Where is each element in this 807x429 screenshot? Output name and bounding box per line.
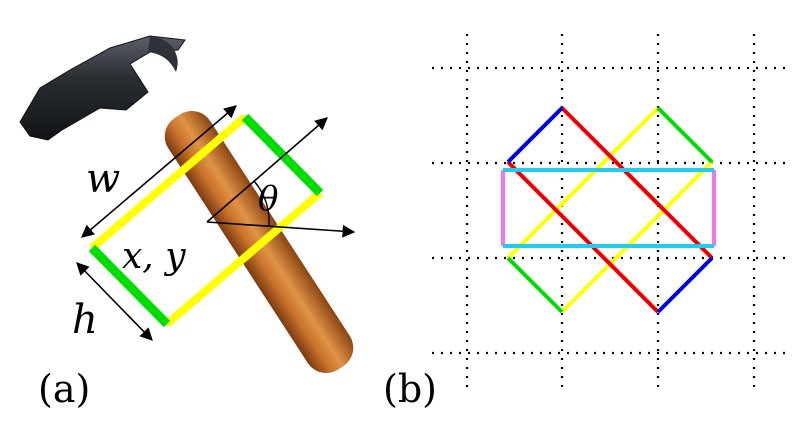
angle-arc (253, 180, 270, 227)
box-yellow-long-1 (506, 106, 660, 260)
box-green-short-2 (656, 106, 714, 164)
position-label: x, y (122, 236, 186, 277)
panel-a-label: (a) (38, 367, 90, 411)
box-blue-short-2 (656, 256, 714, 314)
box-long-side-bottom (164, 189, 323, 328)
height-arrow (76, 262, 153, 341)
box-green-short-1 (506, 256, 564, 314)
panel-b: (b) (383, 34, 792, 411)
width-label: w (86, 156, 120, 202)
box-blue-short-1 (506, 106, 564, 164)
box-yellow-long-2 (560, 160, 714, 314)
dotted-grid (432, 34, 792, 390)
panel-a: w h x, y θ (a) (19, 35, 356, 411)
box-red-long-1 (560, 106, 714, 260)
hammer-claw (148, 36, 178, 72)
reference-arrow (206, 221, 356, 238)
orientation-arrow (206, 117, 328, 223)
angle-label: θ (258, 179, 278, 219)
hammer-head (19, 35, 186, 141)
box-short-side-right (241, 113, 324, 197)
panel-b-label: (b) (383, 367, 437, 411)
width-arrow (81, 105, 237, 238)
height-label: h (72, 297, 98, 343)
box-red-long-2 (506, 160, 660, 314)
